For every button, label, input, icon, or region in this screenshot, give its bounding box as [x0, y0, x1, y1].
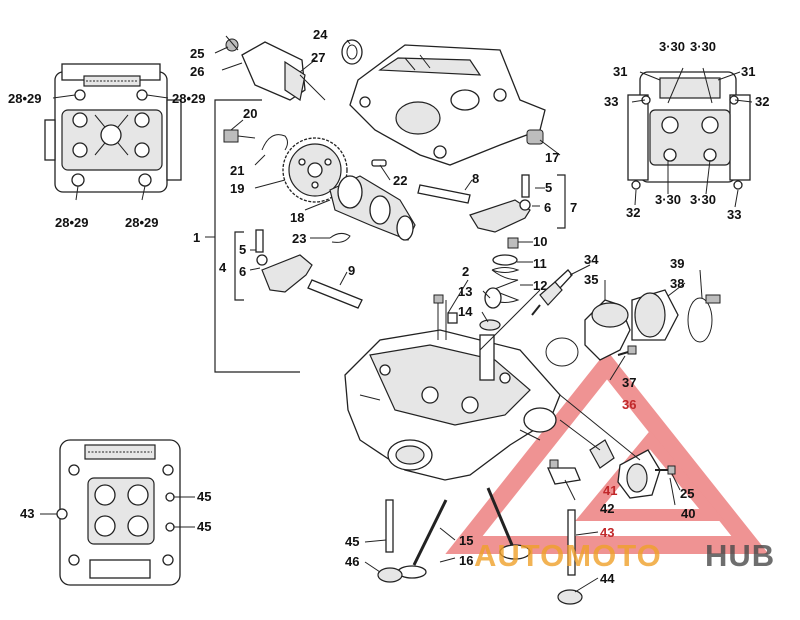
label-19: 19 [230, 181, 244, 196]
cam-retainer-21 [261, 134, 288, 151]
bracket-group-1 [214, 99, 300, 373]
label-35: 35 [584, 272, 598, 287]
label-40: 40 [681, 506, 695, 521]
intake-adapter [631, 289, 679, 341]
label-21: 21 [230, 163, 244, 178]
label-7: 7 [570, 200, 577, 215]
nut-46 [377, 567, 403, 583]
watermark-logo-text: AUTOMOTO HUB [474, 538, 775, 573]
label-6-left: 6 [239, 264, 246, 279]
label-8: 8 [472, 171, 479, 186]
label-3-30-c: 3·30 [655, 192, 681, 207]
label-15: 15 [459, 533, 473, 548]
label-26: 26 [190, 64, 204, 79]
rocker-arm-assembly-left [255, 229, 313, 293]
watermark-brand-part1: AUTOMOTO [474, 538, 662, 573]
label-28-29-right-bottom: 28•29 [125, 215, 158, 230]
cylinder-head-main [344, 294, 561, 481]
label-3-30-d: 3·30 [690, 192, 716, 207]
label-45-lower: 45 [345, 534, 359, 549]
label-42: 42 [600, 501, 614, 516]
coolant-fitting-40 [617, 449, 661, 499]
head-top-view-right [627, 67, 753, 208]
label-31-right: 31 [741, 64, 755, 79]
rocker-shaft-9 [307, 279, 363, 309]
camshaft-sprocket [282, 137, 348, 203]
head-top-view-left [44, 63, 182, 201]
label-23: 23 [292, 231, 306, 246]
intake-o-ring [545, 337, 579, 367]
circlip-23 [329, 232, 351, 243]
rocker-shaft-8 [417, 184, 471, 204]
label-33-bottom: 33 [727, 207, 741, 222]
stud-45 [385, 499, 394, 553]
temp-sensor-41 [589, 439, 615, 469]
label-9: 9 [348, 263, 355, 278]
label-43-left: 43 [20, 506, 34, 521]
label-22: 22 [393, 173, 407, 188]
label-17: 17 [545, 150, 559, 165]
label-25-lower: 25 [680, 486, 694, 501]
label-38: 38 [670, 276, 684, 291]
label-28-29-right-top: 28•29 [172, 91, 205, 106]
label-46: 46 [345, 554, 359, 569]
label-16: 16 [459, 553, 473, 568]
intake-boot [584, 299, 631, 361]
camshaft [329, 175, 416, 241]
valve-cover-gasket-ring [341, 39, 363, 65]
label-27: 27 [311, 50, 325, 65]
cam-gear-bolt-17 [526, 129, 544, 145]
label-43-lower: 43 [600, 525, 614, 540]
valve-spring-stack [479, 254, 520, 331]
stud-43-lower [567, 509, 576, 576]
intake-clamp-39 [687, 294, 721, 343]
label-31-left: 31 [613, 64, 627, 79]
nut-44 [557, 589, 583, 605]
label-34: 34 [584, 252, 599, 267]
label-32-bottom: 32 [626, 205, 640, 220]
label-5-left: 5 [239, 242, 246, 257]
intake-valve [397, 499, 448, 579]
label-3-30-b: 3·30 [690, 39, 716, 54]
label-1: 1 [193, 230, 200, 245]
label-45-bottom: 45 [197, 519, 211, 534]
label-13: 13 [458, 284, 472, 299]
cylinder-head-cover [349, 44, 546, 166]
dowel-pin-22 [371, 159, 387, 167]
label-3-30-a: 3·30 [659, 39, 685, 54]
screw-37 [617, 345, 637, 356]
label-12: 12 [533, 278, 547, 293]
watermark-brand-part2: HUB [705, 538, 775, 573]
exhaust-valve [486, 487, 531, 560]
sprocket-bolt-20 [223, 129, 256, 143]
label-45-top: 45 [197, 489, 211, 504]
label-6-right: 6 [544, 200, 551, 215]
bolt-25-lower [655, 465, 676, 475]
label-10: 10 [533, 234, 547, 249]
label-37: 37 [622, 375, 636, 390]
head-bottom-view-left [56, 439, 181, 586]
label-33-top: 33 [604, 94, 618, 109]
sensor-42 [547, 459, 581, 485]
label-20: 20 [243, 106, 257, 121]
label-28-29-left-top: 28•29 [8, 91, 41, 106]
tensioner-cap [225, 35, 306, 101]
label-4: 4 [219, 260, 227, 275]
label-32-top: 32 [755, 94, 769, 109]
label-18: 18 [290, 210, 304, 225]
label-11: 11 [533, 256, 547, 271]
rocker-arm-assembly-right [469, 174, 531, 249]
label-28-29-left-bottom: 28•29 [55, 215, 88, 230]
label-24: 24 [313, 27, 328, 42]
label-41: 41 [603, 483, 617, 498]
label-2: 2 [462, 264, 469, 279]
label-39: 39 [670, 256, 684, 271]
label-36: 36 [622, 397, 636, 412]
spark-plug [531, 269, 573, 316]
label-14: 14 [458, 304, 473, 319]
label-5-right: 5 [545, 180, 552, 195]
label-44: 44 [600, 571, 615, 586]
label-25-top: 25 [190, 46, 204, 61]
